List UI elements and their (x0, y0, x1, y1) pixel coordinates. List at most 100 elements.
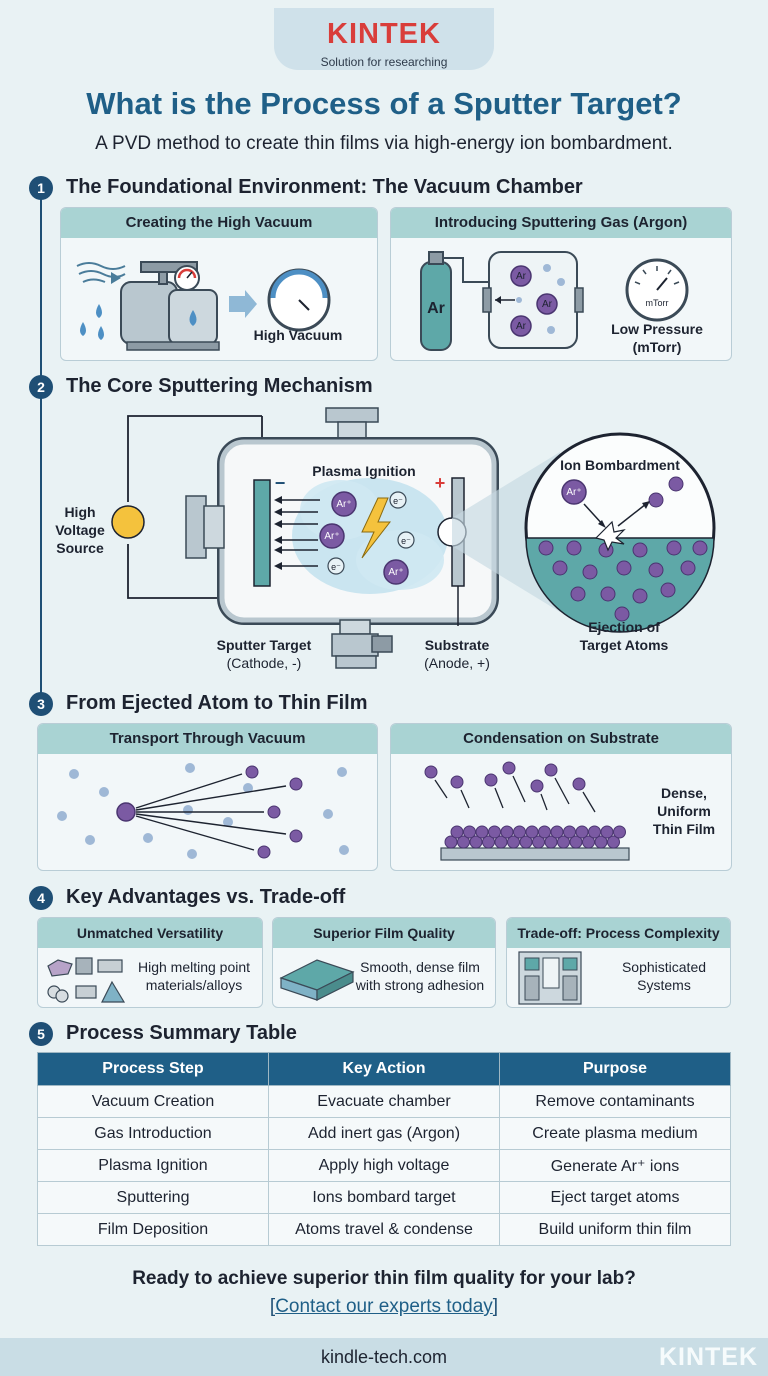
film-atom (588, 825, 601, 839)
table-cell: Sputtering (37, 1181, 269, 1214)
electron-label-3: e⁻ (331, 562, 341, 572)
table-cell: Add inert gas (Argon) (268, 1117, 500, 1150)
atom-label-3: Ar (516, 321, 526, 332)
cathode-label: (Cathode, -) (226, 655, 302, 671)
card-condensation-title: Condensation on Substrate (391, 724, 731, 754)
anode-label: (Anode, +) (424, 655, 490, 671)
table-cell: Build uniform thin film (499, 1213, 731, 1246)
table-cell: Film Deposition (37, 1213, 269, 1246)
versatility-text-2: materials/alloys (145, 977, 243, 993)
card-transport: Transport Through Vacuum (37, 723, 378, 871)
atom-label-2: Ar (542, 299, 552, 310)
brand-tagline: Solution for researching (320, 55, 448, 69)
machine-icon (518, 951, 582, 1005)
footer-logo: KINTEK (658, 1343, 758, 1371)
card-sputtering-gas: Introducing Sputtering Gas (Argon) (390, 207, 732, 361)
film-atom (475, 825, 489, 839)
cta-link-line: [Contact our experts today] (0, 1296, 768, 1318)
film-atom (500, 825, 514, 839)
card-complexity-title: Trade-off: Process Complexity (507, 918, 730, 948)
section-1-number: 1 (29, 176, 53, 200)
ion-label-4: Ar⁺ (566, 487, 582, 498)
film-atom (450, 825, 464, 839)
section-3-number: 3 (29, 692, 53, 716)
film-label-3: Thin Film (652, 821, 716, 837)
table-cell: Vacuum Creation (37, 1085, 269, 1118)
card-condensation: Condensation on Substrate Dense, Uniform… (390, 723, 732, 871)
table-cell: Ions bombard target (268, 1181, 500, 1214)
section-1-title: The Foundational Environment: The Vacuum… (66, 176, 583, 198)
film-atom (538, 825, 551, 839)
film-atom (513, 825, 526, 839)
table-cell: Evacuate chamber (268, 1085, 500, 1118)
ion-bombardment-label: Ion Bombardment (560, 457, 680, 473)
brand-name: KINTEK (327, 18, 441, 50)
section-2-title: The Core Sputtering Mechanism (66, 375, 373, 397)
card-sputtering-gas-title: Introducing Sputtering Gas (Argon) (391, 208, 731, 238)
table-header-purpose: Purpose (499, 1052, 731, 1086)
table-header-step: Process Step (37, 1052, 269, 1086)
plasma-ignition-label: Plasma Ignition (312, 463, 416, 479)
card-versatility-title: Unmatched Versatility (38, 918, 262, 948)
mtorr-label: (mTorr) (632, 339, 682, 355)
footer-url-link[interactable]: kindle-tech.com (320, 1347, 448, 1367)
section-5-title: Process Summary Table (66, 1022, 297, 1044)
plus-sign: + (434, 473, 446, 493)
card-high-vacuum-title: Creating the High Vacuum (61, 208, 377, 238)
film-quality-text-1: Smooth, dense film (360, 959, 480, 975)
electron-label-2: e⁻ (401, 536, 411, 546)
card-film-quality: Superior Film Quality Smooth, dense film… (272, 917, 496, 1008)
ion-label-3: Ar⁺ (388, 567, 404, 578)
card-complexity: Trade-off: Process Complexity Sophistica… (506, 917, 731, 1008)
film-label-1: Dense, (661, 785, 707, 801)
table-row: Sputtering Ions bombard target Eject tar… (37, 1181, 731, 1214)
section-5-number: 5 (29, 1022, 53, 1046)
table-header-row: Process Step Key Action Purpose (37, 1052, 731, 1086)
contact-experts-link[interactable]: Contact our experts today (275, 1296, 493, 1317)
substrate-label: Substrate (424, 637, 490, 653)
ion-label-1: Ar⁺ (336, 499, 352, 510)
table-header-action: Key Action (268, 1052, 500, 1086)
section-4-number: 4 (29, 886, 53, 910)
table-cell: Generate Ar⁺ ions (499, 1149, 731, 1182)
section-3-title: From Ejected Atom to Thin Film (66, 692, 368, 714)
ejection-label-2: Target Atoms (579, 637, 669, 653)
versatility-text-1: High melting point (137, 959, 251, 975)
ion-label-2: Ar⁺ (324, 531, 340, 542)
condensation-diagram (424, 761, 630, 861)
table-row: Plasma Ignition Apply high voltage Gener… (37, 1149, 731, 1182)
minus-sign: − (274, 473, 286, 493)
sputtering-mechanism-diagram (111, 407, 716, 669)
materials-icon (47, 957, 126, 1003)
target-label: Sputter Target (216, 637, 312, 653)
vacuum-pump-icon (76, 261, 331, 351)
page-subtitle: A PVD method to create thin films via hi… (95, 133, 673, 154)
table-cell: Gas Introduction (37, 1117, 269, 1150)
table-cell: Eject target atoms (499, 1181, 731, 1214)
argon-cylinder-label: Ar (427, 300, 445, 317)
high-vacuum-label: High Vacuum (253, 327, 343, 343)
table-cell: Atoms travel & condense (268, 1213, 500, 1246)
voltage-source-label-1: High (64, 504, 96, 520)
cta-bracket-close: ] (492, 1296, 499, 1317)
voltage-source-label-2: Voltage (55, 522, 105, 538)
film-atom (550, 825, 564, 839)
complexity-text-1: Sophisticated (621, 959, 707, 975)
card-film-quality-title: Superior Film Quality (273, 918, 495, 948)
table-row: Gas Introduction Add inert gas (Argon) C… (37, 1117, 731, 1150)
table-cell: Create plasma medium (499, 1117, 731, 1150)
table-cell: Plasma Ignition (37, 1149, 269, 1182)
complexity-text-2: Systems (637, 977, 691, 993)
brand-logo[interactable]: KINTEK Solution for researching (274, 8, 494, 70)
film-atom (525, 825, 539, 839)
film-atom (488, 825, 501, 839)
film-label-2: Uniform (657, 803, 711, 819)
film-atom (575, 825, 589, 839)
card-versatility: Unmatched Versatility High melting point… (37, 917, 263, 1008)
film-quality-text-2: with strong adhesion (355, 977, 485, 993)
film-atom (613, 825, 626, 839)
cta-question: Ready to achieve superior thin film qual… (132, 1268, 636, 1289)
card-transport-title: Transport Through Vacuum (38, 724, 377, 754)
section-2-number: 2 (29, 375, 53, 399)
